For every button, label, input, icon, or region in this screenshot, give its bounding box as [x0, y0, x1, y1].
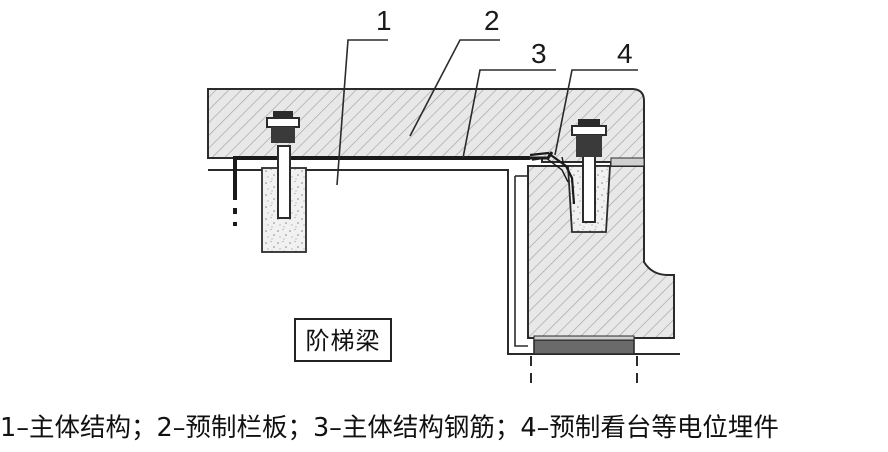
- callout-2: 2: [484, 5, 500, 36]
- callout-4: 4: [617, 38, 633, 69]
- figure-caption: 1–主体结构；2–预制栏板；3–主体结构钢筋；4–预制看台等电位埋件: [0, 413, 779, 443]
- precast-slab: [207, 88, 645, 167]
- equipotential-embed: [529, 151, 576, 205]
- callout-3: 3: [531, 38, 547, 69]
- bearing-pad: [533, 339, 635, 355]
- step-beam-label: 阶梯梁: [294, 318, 392, 362]
- leader-lines: [336, 39, 638, 186]
- step-beam: [527, 165, 675, 339]
- detail-diagram: 1 2 3 4: [207, 5, 680, 384]
- callout-1: 1: [376, 5, 392, 36]
